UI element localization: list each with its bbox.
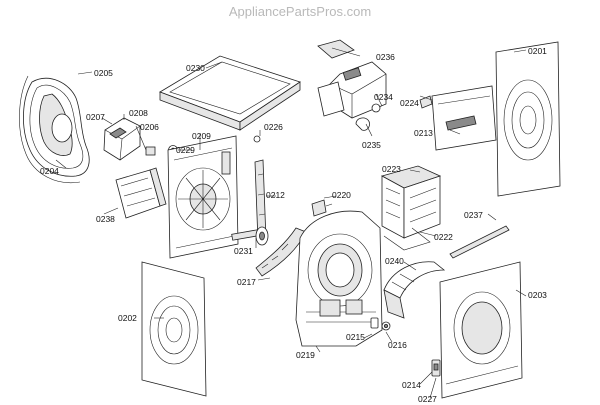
door-gasket-drawing xyxy=(19,75,90,184)
bolt-drawing xyxy=(370,317,379,329)
callout-0234[interactable]: 0234 xyxy=(374,92,393,102)
callout-0220[interactable]: 0220 xyxy=(332,190,351,200)
filter-cage-drawing xyxy=(380,165,442,251)
callout-0214[interactable]: 0214 xyxy=(402,380,421,390)
front-panel-drawing xyxy=(439,261,523,399)
callout-0235[interactable]: 0235 xyxy=(362,140,381,150)
callout-0216[interactable]: 0216 xyxy=(388,340,407,350)
front-lower-panel-drawing xyxy=(141,261,207,397)
pulley-drawing xyxy=(231,226,269,246)
sensor-drawing xyxy=(381,321,391,331)
leader-lines xyxy=(55,47,527,399)
callout-0203[interactable]: 0203 xyxy=(528,290,547,300)
callout-0207[interactable]: 0207 xyxy=(86,112,105,122)
rod-drawing xyxy=(449,225,510,259)
callout-0215[interactable]: 0215 xyxy=(346,332,365,342)
callout-0229[interactable]: 0229 xyxy=(176,145,195,155)
callout-0222[interactable]: 0222 xyxy=(434,232,453,242)
drum-housing-drawing xyxy=(295,210,383,347)
back-panel-drawing xyxy=(167,135,239,259)
callout-0237[interactable]: 0237 xyxy=(464,210,483,220)
callout-0208[interactable]: 0208 xyxy=(129,108,148,118)
callout-0202[interactable]: 0202 xyxy=(118,313,137,323)
callout-0240[interactable]: 0240 xyxy=(385,256,404,266)
callout-0226[interactable]: 0226 xyxy=(264,122,283,132)
bracket-drawing xyxy=(115,167,167,219)
dispenser-drawing xyxy=(103,117,156,161)
callout-0217[interactable]: 0217 xyxy=(237,277,256,287)
watermark-text: AppliancePartsPros.com xyxy=(229,4,371,19)
callout-0212[interactable]: 0212 xyxy=(266,190,285,200)
callout-0224[interactable]: 0224 xyxy=(400,98,419,108)
callout-0227[interactable]: 0227 xyxy=(418,394,437,404)
callout-0213[interactable]: 0213 xyxy=(414,128,433,138)
duct-drawing xyxy=(383,261,446,319)
callout-0236[interactable]: 0236 xyxy=(376,52,395,62)
top-cover-drawing xyxy=(159,55,301,131)
callout-0206[interactable]: 0206 xyxy=(140,122,159,132)
callout-0230[interactable]: 0230 xyxy=(186,63,205,73)
control-module-drawing xyxy=(317,39,497,151)
screw-drawing xyxy=(253,135,261,143)
callout-0201[interactable]: 0201 xyxy=(528,46,547,56)
callout-0204[interactable]: 0204 xyxy=(40,166,59,176)
connector-drawing xyxy=(311,199,333,217)
callout-0231[interactable]: 0231 xyxy=(234,246,253,256)
side-panel-drawing xyxy=(495,41,561,197)
door-lock-drawing xyxy=(431,359,441,377)
callout-labels: 0205 0204 0207 0208 0206 0229 0209 0230 … xyxy=(40,46,547,404)
callout-0223[interactable]: 0223 xyxy=(382,164,401,174)
callout-0238[interactable]: 0238 xyxy=(96,214,115,224)
callout-0219[interactable]: 0219 xyxy=(296,350,315,360)
callout-0205[interactable]: 0205 xyxy=(94,68,113,78)
callout-0209[interactable]: 0209 xyxy=(192,131,211,141)
